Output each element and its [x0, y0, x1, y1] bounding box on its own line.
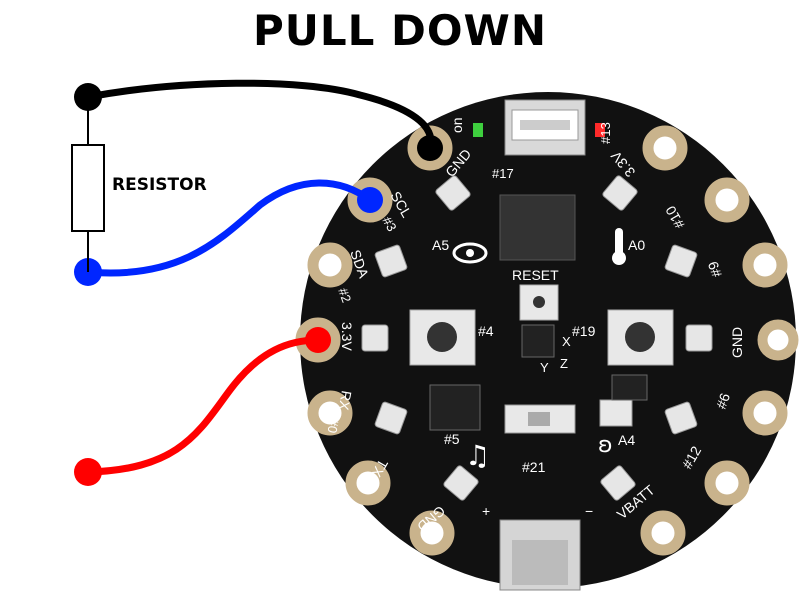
- label-a4: A4: [618, 432, 635, 448]
- ear-icon: ʚ: [598, 433, 613, 458]
- label-a0: A0: [628, 237, 645, 253]
- pad-gnd-bottom: [409, 510, 455, 556]
- label-x: X: [562, 334, 571, 349]
- label-13: #13: [598, 122, 613, 144]
- button-b[interactable]: [607, 309, 674, 366]
- pad-label-rx: RX: [336, 389, 355, 412]
- wire-endpoints: [74, 83, 443, 486]
- label-y: Y: [540, 360, 549, 375]
- pad-vbatt: [640, 510, 686, 556]
- label-plus: +: [482, 503, 490, 519]
- pad-12: [704, 460, 750, 506]
- wire-red: [84, 336, 322, 476]
- label-z: Z: [560, 356, 568, 371]
- pad-3v3-top: [642, 125, 688, 171]
- on-led: [473, 123, 483, 137]
- pad-label-6: #6: [713, 391, 733, 411]
- wire-red-pad-end: [305, 327, 331, 353]
- neopixels: [361, 175, 713, 501]
- wire-black: [84, 79, 435, 152]
- diagram-title: PULL DOWN: [252, 6, 548, 55]
- label-reset: RESET: [512, 267, 559, 283]
- circuit-playground-board: ♫ ʚ on #13 #17 A5 A0 RESET #4 #19 #5 #21…: [295, 92, 799, 591]
- pad-9: [742, 242, 788, 288]
- led-13: [595, 123, 605, 137]
- pad-label-scl-num: #3: [379, 214, 399, 234]
- accelerometer-chip: [521, 324, 555, 358]
- pad-label-tx-num: #1: [358, 477, 378, 497]
- resistor-label: RESISTOR: [112, 175, 207, 195]
- usb-connector: [504, 99, 586, 156]
- label-17: #17: [492, 166, 514, 181]
- pad-sda: [307, 242, 353, 288]
- microcontroller-chip: [499, 194, 576, 261]
- label-19: #19: [572, 323, 596, 339]
- label-a5: A5: [432, 237, 449, 253]
- label-21: #21: [522, 459, 546, 475]
- speaker: [429, 384, 481, 431]
- pad-label-rx-num: #0: [325, 417, 342, 434]
- reset-button[interactable]: [519, 284, 559, 321]
- music-note-icon: ♫: [465, 439, 490, 472]
- label-4: #4: [478, 323, 494, 339]
- label-minus: −: [585, 503, 593, 519]
- pad-rx: [307, 390, 353, 436]
- pad-10: [704, 177, 750, 223]
- wires: [84, 79, 435, 476]
- pad-tx: [345, 460, 391, 506]
- wire-blue: [84, 179, 374, 277]
- wire-black-pad-end: [417, 135, 443, 161]
- pad-label-gnd-right: GND: [729, 327, 745, 358]
- pad-label-3v3-left: 3.3V: [339, 322, 355, 351]
- slide-switch[interactable]: [504, 404, 576, 434]
- microphone: [599, 399, 633, 427]
- button-a[interactable]: [409, 309, 476, 366]
- eye-icon: [452, 242, 488, 264]
- pad-label-9: #9: [704, 259, 724, 279]
- label-on: on: [449, 117, 465, 133]
- pad-gnd-right: [757, 319, 799, 361]
- pad-label-sda-num: #2: [335, 286, 354, 305]
- wire-red-end: [74, 458, 102, 486]
- pad-6: [742, 390, 788, 436]
- thermometer-icon: [612, 228, 626, 265]
- wire-blue-pad-end: [357, 187, 383, 213]
- battery-connector: [499, 519, 581, 591]
- temperature-sensor-chip: [611, 374, 648, 401]
- label-5: #5: [444, 431, 460, 447]
- resistor: [71, 97, 105, 272]
